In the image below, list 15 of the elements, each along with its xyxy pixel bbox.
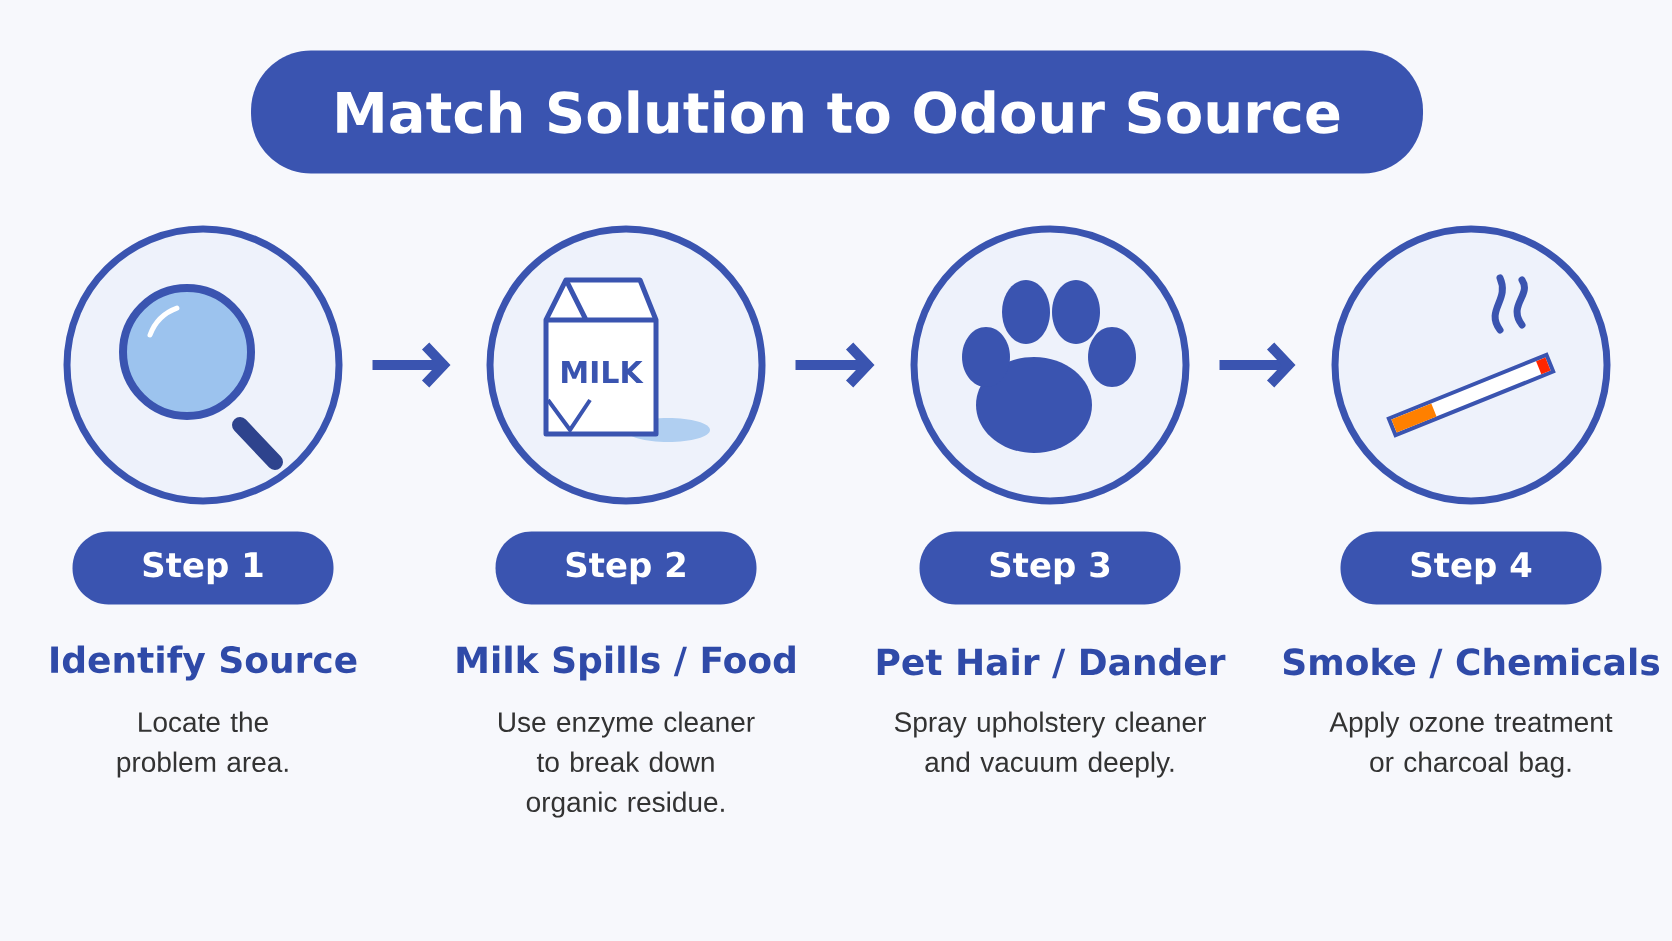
step-heading: Smoke / Chemicals (1283, 647, 1660, 679)
step-pill: Step 3 (919, 531, 1181, 605)
step-pill: Step 2 (495, 531, 757, 605)
step-description: Locate the problem area. (117, 711, 288, 778)
step-description: Apply ozone treatment or charcoal bag. (1329, 711, 1613, 778)
step-description: Use enzyme cleaner to break down organic residue. (499, 711, 755, 818)
step-pill: Step 1 (72, 531, 334, 605)
icon-circle (1331, 225, 1611, 505)
step-description: Spray upholstery cleaner and vacuum deeply. (894, 711, 1206, 778)
step-heading: Identify Source (51, 645, 357, 681)
title-banner: Match Solution to Odour Source (251, 50, 1423, 174)
step-heading: Pet Hair / Dander (877, 647, 1226, 679)
step-pill: Step 4 (1340, 531, 1602, 605)
step-heading: Milk Spills / Food (457, 645, 795, 681)
carton-label: MILK (562, 361, 644, 383)
